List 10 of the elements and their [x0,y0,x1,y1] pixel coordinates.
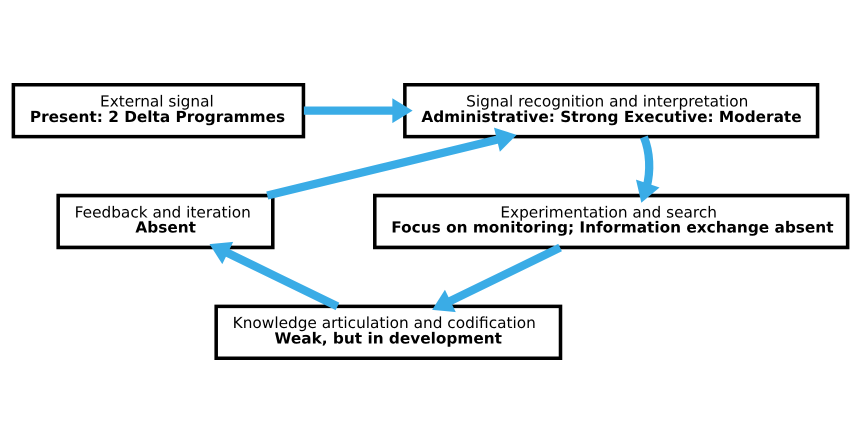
arrow [304,98,413,124]
arrow [266,128,517,200]
arrow [210,242,340,310]
arrow [636,136,660,203]
arrow [432,244,562,312]
node-box: Experimentation and search Focus on monitoring; Information exchange absent [373,194,850,250]
node-box: Feedback and iteration Absent [56,194,275,250]
node-box: External signal Present: 2 Delta Programmes [12,82,306,138]
node-box: Knowledge articulation and codification Weak, but in development [214,304,562,360]
node-box: Signal recognition and interpretation Administrative: Strong Executive: Moderate [403,82,820,138]
